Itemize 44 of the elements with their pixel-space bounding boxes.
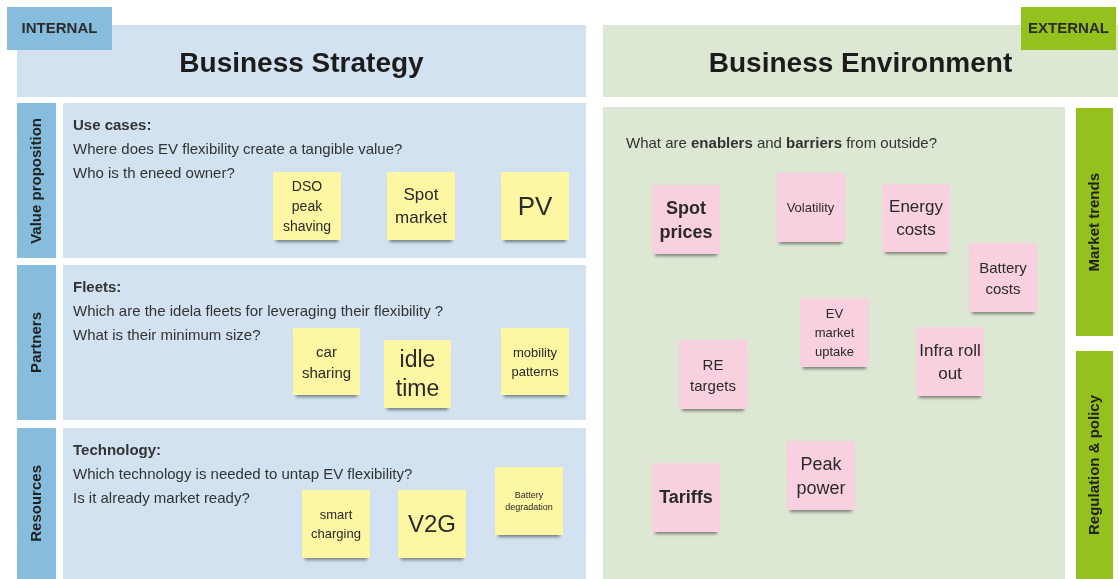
sticky-note: Battery costs [969,243,1037,312]
category-band [1076,351,1113,579]
category-label: Regulation & policy [1084,395,1104,535]
card-panel [63,103,586,258]
card-panel [63,428,586,579]
sticky-note: Volatility [776,173,845,242]
question-text: Where does EV flexibility create a tangible value? [73,139,403,159]
sticky-note: Spot prices [652,185,720,254]
sticky-note: Energy costs [882,184,950,252]
section-tag: INTERNAL [7,7,112,50]
category-band [1076,108,1113,336]
question-text: Is it already market ready? [73,488,250,508]
sticky-note: DSO peak shaving [273,172,341,240]
card-panel [63,265,586,420]
question-text: Which are the idela fleets for leveraging their flexibility ? [73,301,444,321]
sticky-note: Tariffs [652,463,720,532]
sticky-note: car sharing [293,328,360,395]
category-label: Market trends [1084,172,1104,272]
question-text: What are enablers and barriers from outside? [626,133,938,153]
panel-heading: Technology: [73,440,162,460]
sticky-note: Peak power [787,441,855,510]
category-label: Resources [26,465,46,542]
sticky-note: smart charging [302,490,370,558]
question-text: Which technology is needed to untap EV flexibility? [73,464,413,484]
sticky-note: mobility patterns [501,328,569,395]
category-band [17,103,56,258]
question-text: What is their minimum size? [73,325,261,345]
question-text: Who is th eneed owner? [73,163,235,183]
sticky-note: Spot market [387,172,455,240]
sticky-note: idle time [384,340,451,408]
panel-heading: Fleets: [73,277,122,297]
category-band [17,428,56,579]
category-label: Value proposition [26,117,46,244]
card-panel [603,107,1065,579]
panel-heading: Use cases: [73,115,152,135]
sticky-note: Infra roll out [916,327,984,396]
sticky-note: EV market uptake [800,298,869,367]
category-band [17,265,56,420]
sticky-note: Battery degradation [495,467,563,535]
sticky-note: PV [501,172,569,240]
category-label: Partners [26,312,46,373]
section-tag: EXTERNAL [1021,7,1116,50]
sticky-note: RE targets [679,340,747,409]
sticky-note: V2G [398,490,466,558]
